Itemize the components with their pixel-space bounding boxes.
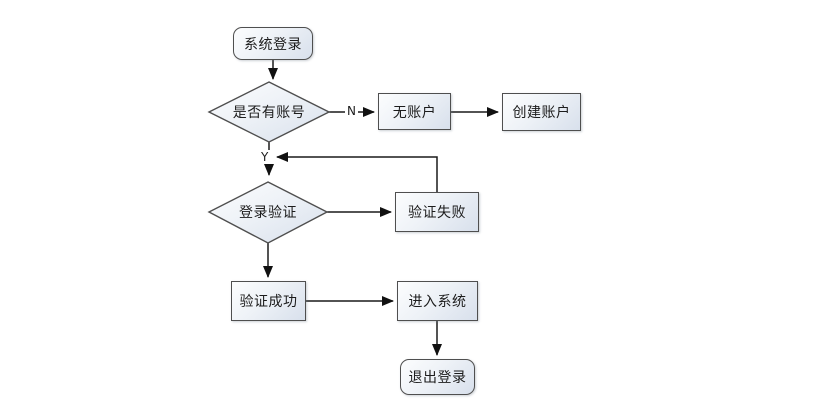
node-no-account: 无账户 xyxy=(378,93,451,130)
node-logout: 退出登录 xyxy=(400,359,475,395)
node-has-account-label: 是否有账号 xyxy=(232,105,306,121)
node-create-account: 创建账户 xyxy=(502,93,581,131)
node-enter-system: 进入系统 xyxy=(397,281,478,321)
edge-verify-fail-loopback xyxy=(276,152,438,192)
node-verify-fail: 验证失败 xyxy=(395,192,479,232)
decision-login-verify-shape xyxy=(207,181,329,244)
node-login-verify-label: 登录验证 xyxy=(239,205,297,221)
edge-label-y: Y xyxy=(259,150,271,164)
decision-has-account-shape xyxy=(207,81,331,143)
edge-label-n: N xyxy=(345,104,358,118)
node-start: 系统登录 xyxy=(233,27,313,60)
node-verify-success: 验证成功 xyxy=(231,281,306,321)
